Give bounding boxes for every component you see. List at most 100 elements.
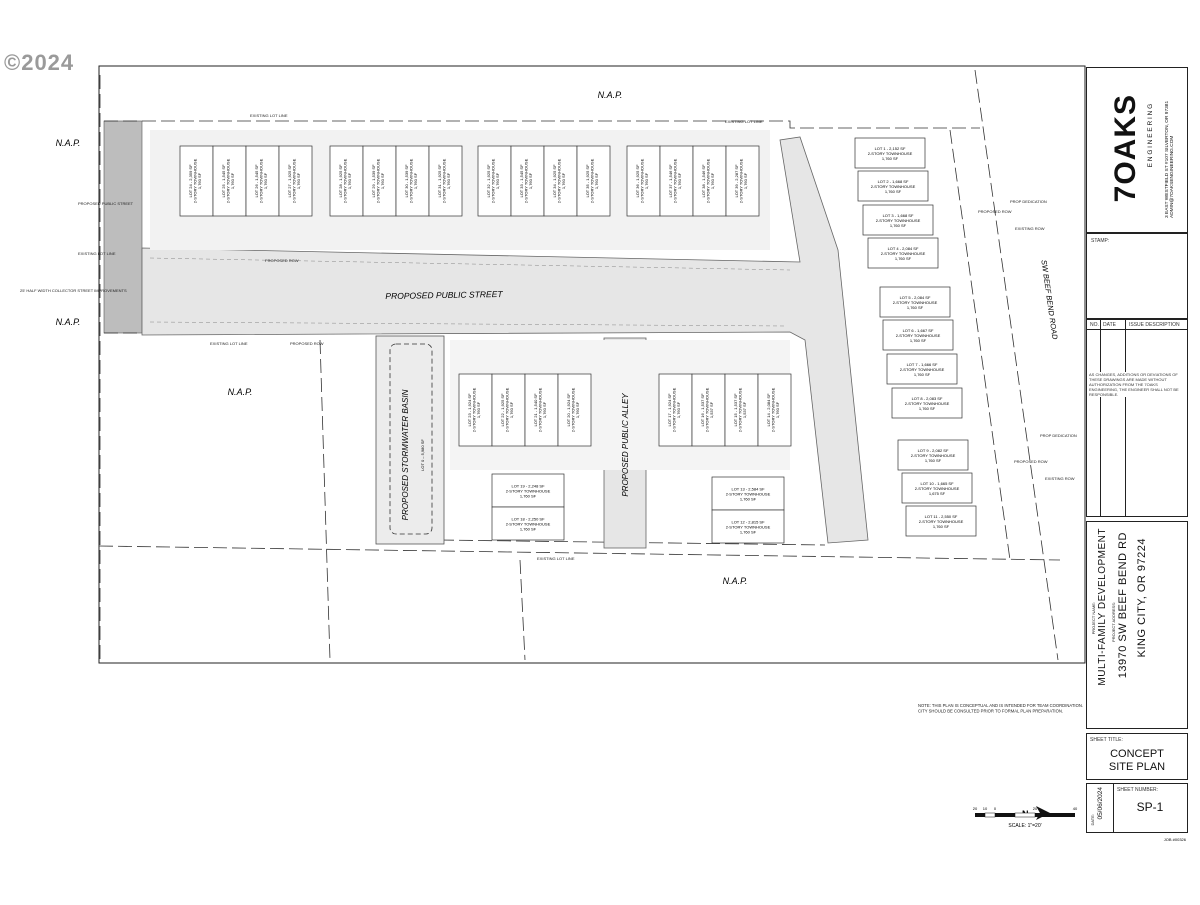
revision-panel: NO. DATE ISSUE DESCRIPTION AS CHANGES, A… [1086, 319, 1188, 517]
svg-text:LOT 25 - 1,545 SF2-STORY TOWNH: LOT 25 - 1,545 SF2-STORY TOWNHOUSE1,760 … [221, 158, 235, 203]
svg-text:LOT 10 - 1,665 SF2-STORY TOWNH: LOT 10 - 1,665 SF2-STORY TOWNHOUSE1,675 … [915, 481, 960, 496]
sheet-number-panel: DATE: 05/06/2024 SHEET NUMBER: SP-1 [1086, 783, 1188, 833]
svg-text:LOT 27 - 1,925 SF2-STORY TOWNH: LOT 27 - 1,925 SF2-STORY TOWNHOUSE1,760 … [287, 158, 301, 203]
road-centerline [974, 69, 1059, 661]
company-address: 3 EAST WESTFIELD ST #107 SILVERTON, OR 9… [1165, 100, 1175, 218]
svg-text:LOT 2 - 1,668 SF2-STORY TOWNHO: LOT 2 - 1,668 SF2-STORY TOWNHOUSE1,760 S… [871, 179, 916, 194]
svg-text:LOT 31 - 1,925 SF2-STORY TOWNH: LOT 31 - 1,925 SF2-STORY TOWNHOUSE1,760 … [437, 158, 451, 203]
lot-top-10: LOT 33 - 1,545 SF2-STORY TOWNHOUSE1,760 … [510, 145, 545, 217]
project-address-line2: KING CITY, OR 97224 [1136, 538, 1148, 658]
nap-label-center: N.A.P. [228, 387, 253, 397]
rev-header-no: NO. [1090, 322, 1099, 328]
svg-text:LOT 14 - 2,084 SF2-STORY TOWNH: LOT 14 - 2,084 SF2-STORY TOWNHOUSE1,760 … [766, 387, 780, 432]
sheet-title-label: SHEET TITLE: [1090, 737, 1123, 743]
scale-tick-label: 20 [973, 806, 978, 811]
road-label: SW BEEF BEND ROAD [1039, 259, 1059, 340]
note-existing-lot-line-ne: EXISTING LOT LINE [725, 119, 763, 124]
svg-text:LOT 11 - 2,550 SF2-STORY TOWNH: LOT 11 - 2,550 SF2-STORY TOWNHOUSE1,760 … [919, 514, 964, 529]
svg-text:LOT 34 - 1,925 SF2-STORY TOWNH: LOT 34 - 1,925 SF2-STORY TOWNHOUSE1,760 … [552, 158, 566, 203]
svg-text:LOT 17 - 1,924 SF2-STORY TOWNH: LOT 17 - 1,924 SF2-STORY TOWNHOUSE1,760 … [667, 387, 681, 432]
svg-text:LOT 18 - 2,250 SF2-STORY TOWNH: LOT 18 - 2,250 SF2-STORY TOWNHOUSE1,760 … [506, 517, 551, 532]
svg-text:LOT 13 - 2,584 SF2-STORY TOWNH: LOT 13 - 2,584 SF2-STORY TOWNHOUSE1,760 … [726, 487, 771, 502]
lot-bottom-7: LOT 15 - 1,537 SF2-STORY TOWNHOUSE1,537 … [724, 373, 759, 447]
road-row-line [949, 129, 1011, 561]
stamp-label: STAMP: [1091, 238, 1110, 244]
note-existing-lot-line-n: EXISTING LOT LINE [250, 113, 288, 118]
svg-text:LOT 4 - 2,084 SF2-STORY TOWNHO: LOT 4 - 2,084 SF2-STORY TOWNHOUSE1,760 S… [881, 246, 926, 261]
svg-text:LOT 38 - 1,546 SF2-STORY TOWNH: LOT 38 - 1,546 SF2-STORY TOWNHOUSE1,760 … [701, 158, 715, 203]
svg-text:LOT 7 - 1,666 SF2-STORY TOWNHO: LOT 7 - 1,666 SF2-STORY TOWNHOUSE1,760 S… [900, 362, 945, 377]
svg-text:LOT 6 - 1,667 SF2-STORY TOWNHO: LOT 6 - 1,667 SF2-STORY TOWNHOUSE1,760 S… [896, 328, 941, 343]
copyright-note: AS CHANGES, ADDITIONS OR DEVIATIONS OF T… [1089, 372, 1185, 397]
svg-text:LOT 21 - 1,540 SF2-STORY TOWNH: LOT 21 - 1,540 SF2-STORY TOWNHOUSE1,760 … [533, 387, 547, 432]
note-row-s: PROPOSED ROW [290, 341, 324, 346]
nap-label-bottom: N.A.P. [723, 576, 748, 586]
svg-text:LOT 30 - 1,539 SF2-STORY TOWNH: LOT 30 - 1,539 SF2-STORY TOWNHOUSE1,760 … [404, 158, 418, 203]
svg-text:LOT 3 - 1,668 SF2-STORY TOWNHO: LOT 3 - 1,668 SF2-STORY TOWNHOUSE1,760 S… [876, 213, 921, 228]
logo-panel: 7OAKS ENGINEERING 3 EAST WESTFIELD ST #1… [1086, 67, 1188, 233]
nap-label-left-bottom: N.A.P. [56, 317, 81, 327]
svg-text:LOT 9 - 2,082 SF2-STORY TOWNHO: LOT 9 - 2,082 SF2-STORY TOWNHOUSE1,760 S… [911, 448, 956, 463]
job-number: JOB #00326 [1164, 837, 1187, 842]
company-logo: 7OAKS [1109, 94, 1142, 203]
lot-bottom-8: LOT 14 - 2,084 SF2-STORY TOWNHOUSE1,760 … [757, 373, 792, 447]
svg-text:LOT 24 - 2,359 SF2-STORY TOWNH: LOT 24 - 2,359 SF2-STORY TOWNHOUSE1,760 … [188, 158, 202, 203]
svg-text:LOT 1 - 2,152 SF2-STORY TOWNHO: LOT 1 - 2,152 SF2-STORY TOWNHOUSE1,760 S… [868, 146, 913, 161]
sheet-number-label: SHEET NUMBER: [1117, 787, 1159, 793]
svg-text:LOT 8 - 2,083 SF2-STORY TOWNHO: LOT 8 - 2,083 SF2-STORY TOWNHOUSE1,760 S… [905, 396, 950, 411]
project-address-label: PROJECT ADDRESS: [1111, 602, 1116, 642]
top-lot-row: LOT 24 - 2,359 SF2-STORY TOWNHOUSE1,760 … [179, 145, 760, 217]
alley-label: PROPOSED PUBLIC ALLEY [621, 393, 630, 497]
note-half-width: 25' HALF WIDTH COLLECTOR STREET IMPROVEM… [20, 288, 127, 293]
concept-note: NOTE: THIS PLAN IS CONCEPTUAL AND IS INT… [918, 703, 1084, 714]
lot-top-11: LOT 34 - 1,925 SF2-STORY TOWNHOUSE1,760 … [543, 145, 578, 217]
note-proposed-row-e1: PROPOSED ROW [978, 209, 1012, 214]
street-label: PROPOSED PUBLIC STREET [385, 289, 503, 301]
scale-tick-label: 10 [983, 806, 988, 811]
note-proposed-street: PROPOSED PUBLIC STREET [78, 201, 134, 206]
nap-divider-2 [519, 559, 526, 661]
svg-text:LOT 19 - 2,248 SF2-STORY TOWNH: LOT 19 - 2,248 SF2-STORY TOWNHOUSE1,760 … [506, 484, 551, 499]
curb-line-south [149, 321, 786, 327]
watermark: ©2024 [4, 50, 75, 75]
rev-header-date: DATE [1103, 322, 1116, 328]
south-nap-line [98, 545, 1061, 561]
lot-top-13: LOT 36 - 1,925 SF2-STORY TOWNHOUSE1,760 … [626, 145, 661, 217]
svg-text:LOT 39 - 2,287 SF2-STORY TOWNH: LOT 39 - 2,287 SF2-STORY TOWNHOUSE1,760 … [734, 158, 748, 203]
stormwater-basin-outline [389, 343, 433, 535]
drawing-border [98, 65, 1086, 664]
note-row-n: PROPOSED ROW [265, 258, 299, 263]
lot-bottom-4: LOT 20 - 1,924 SF2-STORY TOWNHOUSE1,760 … [557, 373, 592, 447]
project-panel: PROJECT NAME: MULTI-FAMILY DEVELOPMENT P… [1086, 521, 1188, 729]
date-label: DATE: [1090, 814, 1095, 826]
project-name-label: PROJECT NAME: [1091, 602, 1096, 635]
lot-boundaries [98, 69, 1061, 661]
svg-text:LOT 32 - 1,925 SF2-STORY TOWNH: LOT 32 - 1,925 SF2-STORY TOWNHOUSE1,760 … [486, 158, 500, 203]
nap-label-top: N.A.P. [598, 90, 623, 100]
svg-text:LOT 12 - 2,815 SF2-STORY TOWNH: LOT 12 - 2,815 SF2-STORY TOWNHOUSE1,760 … [726, 520, 771, 535]
sheet-number: SP-1 [1136, 800, 1164, 814]
svg-text:LOT 22 - 1,925 SF2-STORY TOWNH: LOT 22 - 1,925 SF2-STORY TOWNHOUSE1,760 … [500, 387, 514, 432]
lot-top-3: LOT 26 - 1,545 SF2-STORY TOWNHOUSE1,760 … [245, 145, 280, 217]
sheet-title-panel: SHEET TITLE: CONCEPT SITE PLAN [1086, 733, 1188, 780]
nap-label-left-top: N.A.P. [56, 138, 81, 148]
stamp-panel: STAMP: [1086, 233, 1188, 319]
note-existing-row-e2: EXISTING ROW [1045, 476, 1075, 481]
proposed-public-street [141, 136, 869, 544]
north-boundary [104, 120, 980, 129]
note-proposed-row-e2: PROPOSED ROW [1014, 459, 1048, 464]
svg-text:LOT 23 - 1,924 SF2-STORY TOWNH: LOT 23 - 1,924 SF2-STORY TOWNHOUSE1,760 … [467, 387, 481, 432]
nap-divider [319, 339, 331, 661]
